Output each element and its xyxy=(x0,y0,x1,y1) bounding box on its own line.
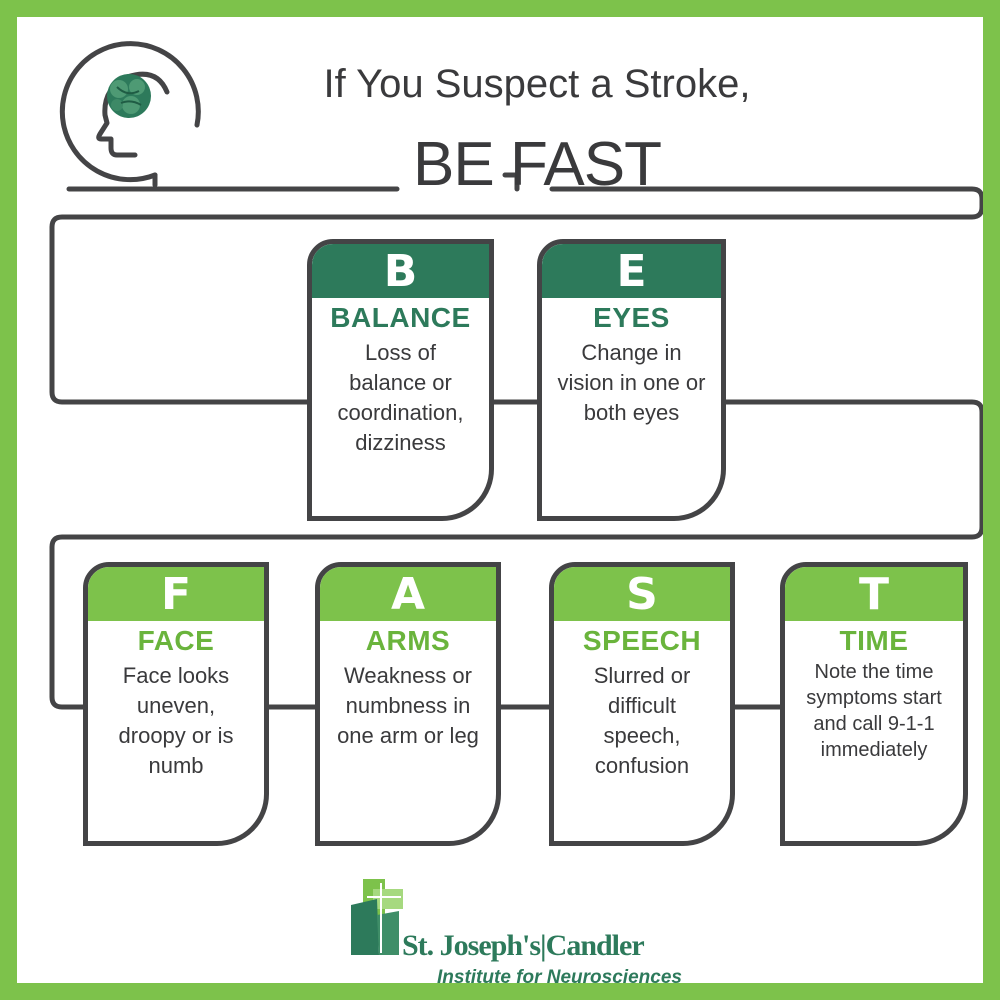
card-letter: B xyxy=(383,245,418,297)
card-description: Slurred or difficult speech, confusion xyxy=(593,663,691,778)
page-title: BE FAST xyxy=(413,130,662,199)
card-letter-band: T xyxy=(785,567,963,621)
card-letter-band: E xyxy=(542,244,721,298)
card-eyes: E EYES Change in vision in one or both e… xyxy=(537,239,726,521)
brain-icon xyxy=(107,74,151,118)
card-letter-band: A xyxy=(320,567,496,621)
card-face: F FACE Face looks uneven, droopy or is n… xyxy=(83,562,269,846)
card-letter: T xyxy=(858,568,889,620)
card-letter-band: F xyxy=(88,567,264,621)
connector-path xyxy=(49,41,983,710)
card-description: Face looks uneven, droopy or is numb xyxy=(118,663,234,778)
card-letter: S xyxy=(626,568,658,620)
head-with-brain-icon xyxy=(96,71,170,158)
card-description: Weakness or numbness in one arm or leg xyxy=(337,663,479,748)
card-description: Note the time symptoms start and call 9-… xyxy=(806,661,942,761)
head-frame-outline xyxy=(59,41,201,183)
card-letter-band: S xyxy=(554,567,730,621)
card-heading: SPEECH xyxy=(582,625,702,656)
card-heading: BALANCE xyxy=(330,302,471,333)
card-arms: A ARMS Weakness or numbness in one arm o… xyxy=(315,562,501,846)
card-speech: S SPEECH Slurred or difficult speech, co… xyxy=(549,562,735,846)
card-heading: EYES xyxy=(593,302,670,333)
card-heading: ARMS xyxy=(365,625,451,656)
card-heading: TIME xyxy=(839,625,909,656)
logo-subtitle: Institute for Neurosciences xyxy=(437,967,682,988)
logo-wordmark: St. Joseph's|Candler xyxy=(402,929,645,962)
card-letter-band: B xyxy=(312,244,489,298)
card-letter: A xyxy=(390,568,426,620)
card-time: T TIME Note the time symptoms start and … xyxy=(780,562,968,846)
card-heading: FACE xyxy=(137,625,215,656)
st-josephs-candler-logo-mark xyxy=(351,879,403,955)
card-description: Loss of balance or coordination, dizzine… xyxy=(337,340,464,455)
page-subtitle: If You Suspect a Stroke, xyxy=(323,62,751,106)
card-balance: B BALANCE Loss of balance or coordinatio… xyxy=(307,239,494,521)
card-description: Change in vision in one or both eyes xyxy=(557,340,706,425)
card-letter: F xyxy=(160,568,192,620)
card-letter: E xyxy=(616,245,647,297)
